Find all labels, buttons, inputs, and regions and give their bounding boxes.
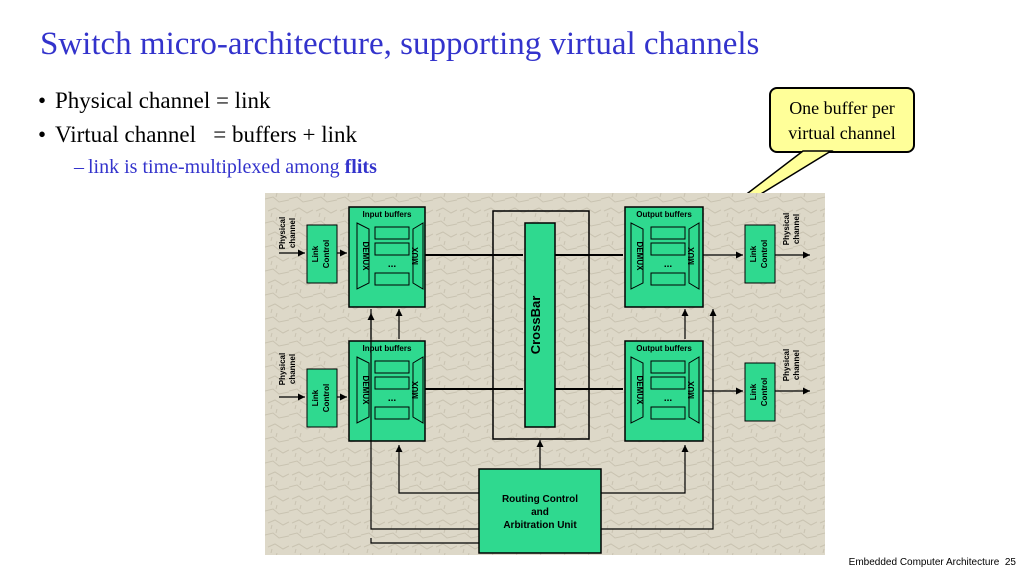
input-buffers-label: Input buffers (363, 344, 412, 353)
buffer-dots: ... (664, 259, 673, 270)
output-buffer-module-top: Output buffers DEMUX ... MUX (624, 206, 704, 308)
svg-text:Physical: Physical (782, 349, 791, 381)
crossbar-label: CrossBar (528, 296, 543, 355)
sub-bullet-dash: – (74, 156, 84, 178)
routing-line-1: Routing Control (502, 494, 578, 505)
demux-label: DEMUX (635, 376, 644, 406)
output-buffers-label: Output buffers (636, 210, 692, 219)
svg-text:Control: Control (760, 378, 769, 406)
mux-label: MUX (687, 380, 696, 398)
input-buffers-label: Input buffers (363, 210, 412, 219)
physical-channel-label-right-bottom: Physical channel (782, 349, 801, 381)
callout-line-2: virtual channel (788, 123, 896, 143)
bullet-list: • Physical channel = link • Virtual channe… (38, 84, 377, 182)
routing-line-3: Arbitration Unit (503, 520, 577, 531)
svg-text:Link: Link (749, 383, 758, 400)
footer: Embedded Computer Architecture 25 (849, 557, 1016, 568)
mux-label: MUX (411, 380, 420, 398)
demux-label: DEMUX (635, 242, 644, 272)
buffer-dots: ... (388, 393, 397, 404)
svg-text:Link: Link (311, 389, 320, 406)
output-buffers-label: Output buffers (636, 344, 692, 353)
callout-line-1: One buffer per (789, 98, 895, 118)
link-control-output-top: Link Control (744, 224, 776, 284)
bullet-text: Virtual channel = buffers + link (55, 122, 357, 147)
routing-control-block: Routing Control and Arbitration Unit (478, 468, 602, 554)
sub-bullet-bold: flits (344, 156, 377, 178)
link-control-output-bottom: Link Control (744, 362, 776, 422)
link-control-input-bottom: Link Control (306, 368, 338, 428)
bullet-physical-channel: • Physical channel = link (38, 84, 377, 118)
connection-lines (279, 249, 810, 544)
callout-box: One buffer per virtual channel (769, 87, 915, 153)
input-buffer-module-bottom: Input buffers DEMUX ... MUX (348, 340, 426, 442)
bullet-symbol: • (38, 122, 47, 147)
svg-text:Control: Control (760, 240, 769, 268)
svg-text:channel: channel (288, 218, 297, 248)
routing-line-2: and (531, 507, 549, 518)
output-buffer-module-bottom: Output buffers DEMUX ... MUX (624, 340, 704, 442)
svg-text:channel: channel (792, 214, 801, 244)
page-number: 25 (1004, 557, 1016, 568)
physical-channel-label-left-top: Physical channel (278, 217, 297, 249)
svg-text:Physical: Physical (782, 213, 791, 245)
svg-text:channel: channel (792, 350, 801, 380)
svg-text:Control: Control (322, 384, 331, 412)
demux-label: DEMUX (361, 376, 370, 406)
buffer-dots: ... (664, 393, 673, 404)
slide-title: Switch micro-architecture, supporting vi… (40, 26, 760, 62)
physical-channel-label-left-bottom: Physical channel (278, 353, 297, 385)
bullet-virtual-channel: • Virtual channel = buffers + link (38, 118, 377, 152)
svg-text:channel: channel (288, 354, 297, 384)
buffer-dots: ... (388, 259, 397, 270)
demux-label: DEMUX (361, 242, 370, 272)
input-buffer-module-top: Input buffers DEMUX ... MUX (348, 206, 426, 308)
mux-label: MUX (411, 246, 420, 264)
crossbar-block: CrossBar (492, 210, 590, 440)
svg-text:Link: Link (749, 245, 758, 262)
mux-label: MUX (687, 246, 696, 264)
svg-text:Link: Link (311, 245, 320, 262)
physical-channel-label-right-top: Physical channel (782, 213, 801, 245)
bullet-text: Physical channel = link (55, 88, 271, 113)
sub-bullet-time-multiplexed: –link is time-multiplexed among flits (74, 152, 377, 182)
svg-text:Physical: Physical (278, 353, 287, 385)
footer-course: Embedded Computer Architecture (848, 557, 1000, 568)
switch-diagram: Input buffers DEMUX ... MUX Input buffer… (265, 193, 825, 555)
link-control-input-top: Link Control (306, 224, 338, 284)
svg-text:Physical: Physical (278, 217, 287, 249)
bullet-symbol: • (38, 88, 47, 113)
sub-bullet-text: link is time-multiplexed among (88, 156, 345, 178)
svg-text:Control: Control (322, 240, 331, 268)
